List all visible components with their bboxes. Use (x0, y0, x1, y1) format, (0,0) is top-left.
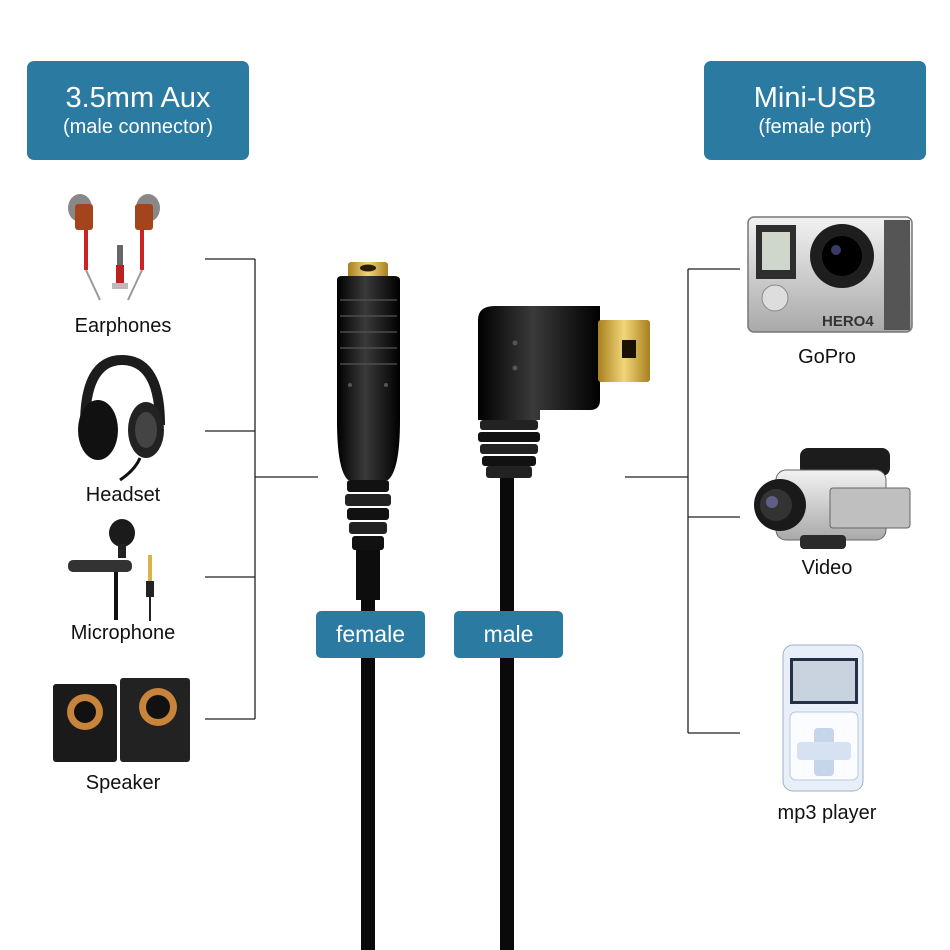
mini-usb-title: Mini-USB (753, 82, 877, 114)
mp3-player-label: mp3 player (777, 802, 877, 824)
camcorder-icon (754, 448, 911, 549)
female-tag: female (316, 611, 425, 658)
male-tag: male (454, 611, 563, 658)
gopro-model-text: HERO4 (822, 313, 874, 330)
mini-usb-header: Mini-USB (female port) (704, 61, 926, 160)
headset-label: Headset (85, 484, 161, 506)
microphone-label: Microphone (70, 622, 176, 644)
speaker-icon (53, 678, 190, 762)
male-mini-usb-connector (478, 306, 650, 950)
earphones-icon (68, 194, 160, 301)
aux-subtitle: (male connector) (62, 116, 214, 138)
right-bracket (625, 268, 740, 734)
aux-header: 3.5mm Aux (male connector) (27, 61, 249, 160)
female-aux-connector (337, 262, 400, 950)
video-label: Video (801, 557, 853, 579)
earphones-label: Earphones (74, 315, 172, 337)
gopro-label: GoPro (798, 346, 856, 368)
headset-icon (78, 354, 165, 482)
aux-title: 3.5mm Aux (65, 82, 211, 114)
left-bracket (205, 258, 318, 720)
mp3-player-icon (782, 644, 864, 792)
gopro-icon: HERO4 (747, 216, 913, 333)
mini-usb-subtitle: (female port) (758, 116, 872, 138)
speaker-label: Speaker (85, 772, 161, 794)
microphone-icon (68, 519, 154, 621)
